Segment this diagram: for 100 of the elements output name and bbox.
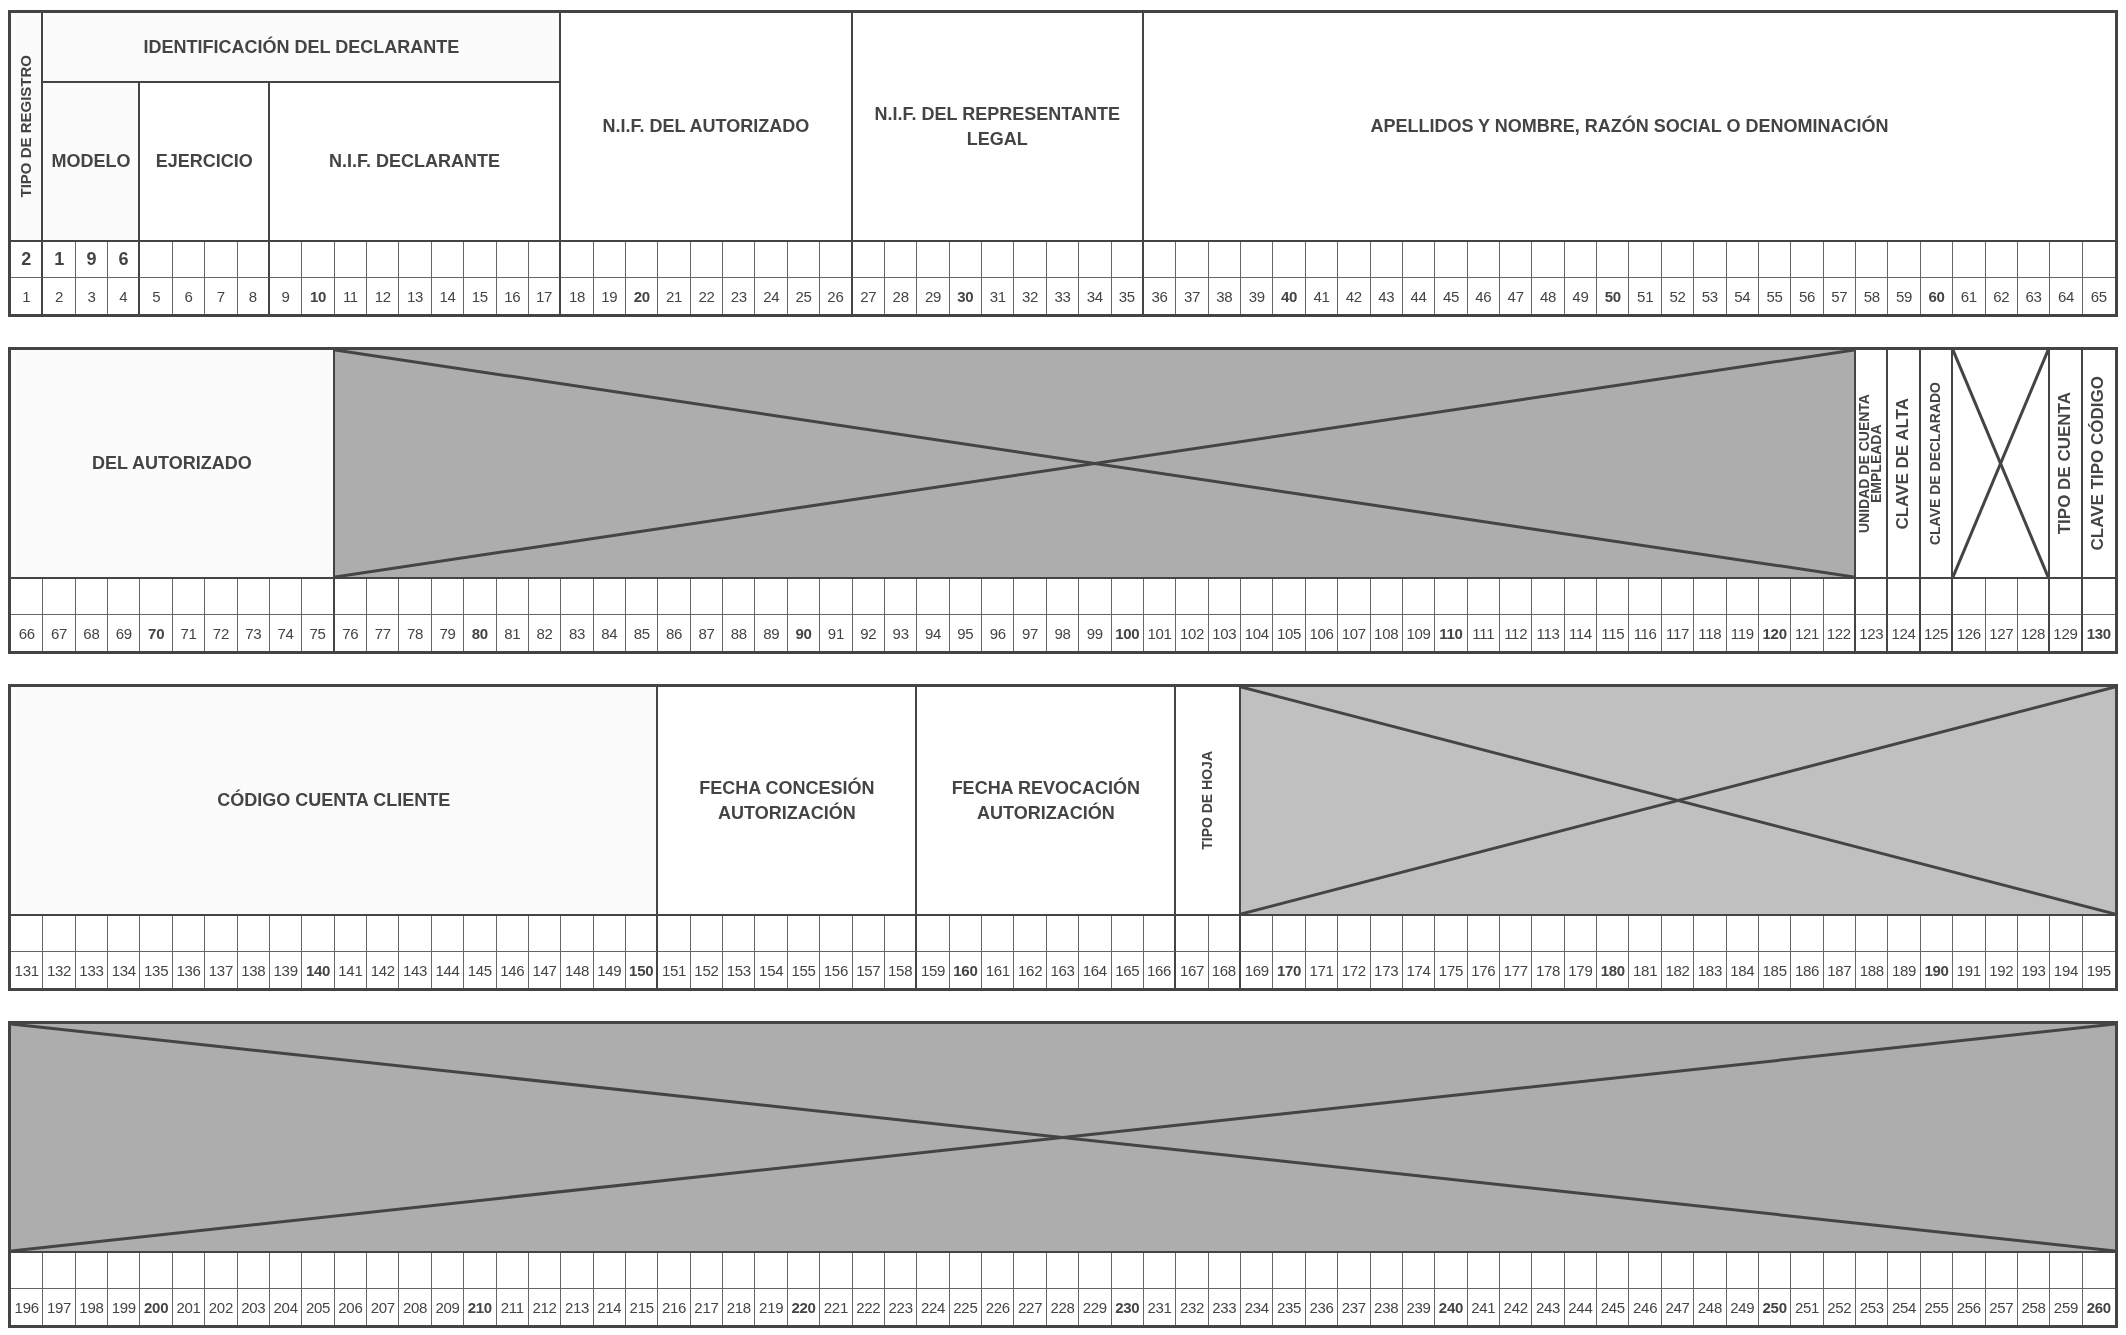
position-number: 49 [1564, 278, 1598, 314]
position-number: 239 [1402, 1289, 1436, 1325]
position-number: 232 [1176, 1289, 1209, 1325]
position-number: 19 [593, 278, 626, 314]
position-number: 231 [1143, 1289, 1177, 1325]
position-number: 99 [1079, 615, 1112, 651]
position-number: 64 [2050, 278, 2083, 314]
position-number: 196 [11, 1289, 44, 1325]
position-number: 236 [1305, 1289, 1339, 1325]
position-number: 76 [334, 615, 368, 651]
position-number: 2 [43, 278, 76, 314]
position-number: 24 [755, 278, 788, 314]
position-number: 151 [658, 952, 691, 988]
position-number: 105 [1273, 615, 1306, 651]
position-number: 17 [528, 278, 562, 314]
position-number: 67 [43, 615, 76, 651]
position-number: 170 [1273, 952, 1306, 988]
position-number: 203 [237, 1289, 270, 1325]
position-number: 44 [1402, 278, 1436, 314]
position-number: 117 [1661, 615, 1695, 651]
position-number: 253 [1856, 1289, 1889, 1325]
position-number: 187 [1823, 952, 1857, 988]
position-number: 41 [1305, 278, 1339, 314]
position-number: 244 [1564, 1289, 1598, 1325]
position-number: 80 [464, 615, 497, 651]
position-number: 181 [1629, 952, 1662, 988]
position-number: 89 [755, 615, 788, 651]
position-number: 115 [1597, 615, 1630, 651]
position-number: 46 [1467, 278, 1500, 314]
position-number: 113 [1532, 615, 1565, 651]
position-number: 255 [1920, 1289, 1954, 1325]
position-number: 59 [1888, 278, 1921, 314]
position-number: 233 [1208, 1289, 1241, 1325]
position-number: 195 [2085, 960, 2112, 981]
position-number: 102 [1176, 615, 1209, 651]
position-number: 81 [496, 615, 529, 651]
position-number: 109 [1402, 615, 1436, 651]
field-header: EJERCICIO [140, 83, 270, 242]
position-number: 35 [1111, 278, 1144, 314]
position-number: 159 [917, 952, 950, 988]
position-number: 16 [496, 278, 529, 314]
position-number: 79 [431, 615, 465, 651]
position-number: 48 [1532, 278, 1565, 314]
vertical-field-header: CLAVE DE ALTA [1888, 350, 1921, 579]
position-number: 120 [1758, 615, 1792, 651]
field-header: DEL AUTORIZADO [11, 350, 335, 579]
position-number: 193 [2017, 952, 2051, 988]
position-number: 74 [269, 615, 303, 651]
position-number: 176 [1467, 952, 1500, 988]
position-number: 112 [1500, 615, 1533, 651]
vertical-field-header: TIPO DE CUENTA [2050, 350, 2083, 579]
field-header: N.I.F. DEL REPRESENTANTE LEGAL [852, 13, 1144, 242]
vertical-field-header: TIPO DE REGISTRO [11, 13, 44, 242]
position-number: 53 [1694, 278, 1727, 314]
position-number: 185 [1758, 952, 1792, 988]
position-number: 32 [1014, 278, 1047, 314]
position-number: 222 [852, 1289, 885, 1325]
vertical-field-header: UNIDAD DE CUENTA EMPLEADA [1856, 350, 1889, 579]
crossed-out-field [334, 350, 1857, 579]
position-number: 172 [1338, 952, 1371, 988]
position-number: 221 [820, 1289, 853, 1325]
field-header: IDENTIFICACIÓN DEL DECLARANTE [43, 13, 562, 83]
position-number: 5 [140, 278, 173, 314]
vertical-field-header: TIPO DE HOJA [1176, 687, 1241, 916]
position-number: 182 [1661, 952, 1695, 988]
position-number: 61 [1953, 278, 1986, 314]
position-number: 147 [528, 952, 562, 988]
position-number: 34 [1079, 278, 1112, 314]
position-number: 141 [334, 952, 368, 988]
position-number: 135 [140, 952, 173, 988]
position-number: 179 [1564, 952, 1598, 988]
position-number: 23 [723, 278, 756, 314]
position-number: 116 [1629, 615, 1662, 651]
position-number: 142 [367, 952, 400, 988]
position-number: 84 [593, 615, 626, 651]
position-number: 75 [302, 615, 335, 651]
position-number: 183 [1694, 952, 1727, 988]
position-number: 122 [1823, 615, 1857, 651]
position-number: 96 [982, 615, 1015, 651]
position-number: 251 [1791, 1289, 1824, 1325]
field-value: 9 [75, 242, 109, 278]
position-number: 119 [1726, 615, 1759, 651]
position-number: 91 [820, 615, 853, 651]
position-number: 226 [982, 1289, 1015, 1325]
position-number: 52 [1661, 278, 1695, 314]
position-number: 240 [1435, 1289, 1468, 1325]
position-number: 202 [205, 1289, 238, 1325]
position-number: 15 [464, 278, 497, 314]
position-number: 224 [917, 1289, 950, 1325]
crossed-out-field [11, 1024, 2115, 1253]
position-number: 65 [2089, 286, 2108, 307]
position-number: 85 [626, 615, 659, 651]
position-number: 13 [399, 278, 432, 314]
position-number: 171 [1305, 952, 1339, 988]
position-number: 130 [2085, 623, 2112, 644]
position-number: 25 [787, 278, 821, 314]
vertical-field-header: CLAVE DE DECLARADO [1920, 350, 1954, 579]
position-number: 10 [302, 278, 335, 314]
position-number: 189 [1888, 952, 1921, 988]
field-header: FECHA CONCESIÓN AUTORIZACIÓN [658, 687, 918, 916]
